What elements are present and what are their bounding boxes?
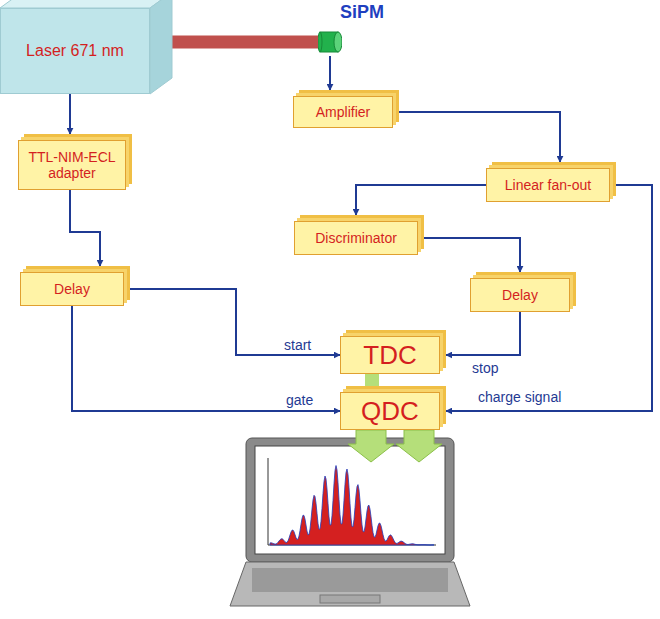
laptop-touchpad xyxy=(320,595,380,603)
laptop-screen xyxy=(255,446,445,554)
signal-connector xyxy=(72,306,340,411)
signal-connector xyxy=(69,94,71,134)
chart-axis xyxy=(268,458,269,545)
laser-box: Laser 671 nm xyxy=(0,8,150,94)
laptop-keyboard xyxy=(252,568,448,592)
box-label: QDC xyxy=(361,397,419,425)
laptop-base xyxy=(230,562,470,606)
box-label: Linear fan-out xyxy=(505,177,591,193)
laser-beam xyxy=(150,36,318,49)
laser-side-face xyxy=(150,0,172,94)
signal-connector xyxy=(329,56,331,90)
signal-label: start xyxy=(282,337,313,353)
module-box: TDC xyxy=(340,336,440,374)
signal-connector xyxy=(399,112,560,162)
signal-connector xyxy=(356,185,486,215)
box-label: Amplifier xyxy=(316,104,370,120)
signal-connector xyxy=(446,312,520,355)
signal-label: stop xyxy=(470,360,500,376)
charge-histogram xyxy=(270,466,434,546)
signal-connector xyxy=(70,190,100,266)
signal-label: gate xyxy=(284,392,315,408)
signal-connector xyxy=(446,185,652,411)
data-arrow xyxy=(348,430,394,462)
process-box: TTL-NIM-ECL adapter xyxy=(18,140,126,190)
process-box: Amplifier xyxy=(293,96,393,128)
process-box: Delay xyxy=(20,272,124,306)
box-label: Delay xyxy=(54,281,90,297)
signal-label: charge signal xyxy=(476,389,563,405)
box-label: TTL-NIM-ECL adapter xyxy=(23,149,121,181)
process-box: Linear fan-out xyxy=(486,168,610,202)
sipm-detector: SiPM xyxy=(318,28,342,56)
module-box: QDC xyxy=(340,392,440,430)
box-label: Laser 671 nm xyxy=(26,42,124,60)
process-box: Delay xyxy=(470,278,570,312)
process-box: Discriminator xyxy=(294,221,418,255)
box-label: Delay xyxy=(502,287,538,303)
data-arrow xyxy=(396,430,442,462)
signal-connector xyxy=(424,238,520,272)
box-label: Discriminator xyxy=(315,230,397,246)
laser-top-face xyxy=(0,0,172,8)
detector-label: SiPM xyxy=(340,2,384,23)
signal-connector xyxy=(130,289,340,355)
sipm-cylinder xyxy=(318,28,342,56)
data-bus xyxy=(365,374,379,392)
box-label: TDC xyxy=(363,341,416,369)
